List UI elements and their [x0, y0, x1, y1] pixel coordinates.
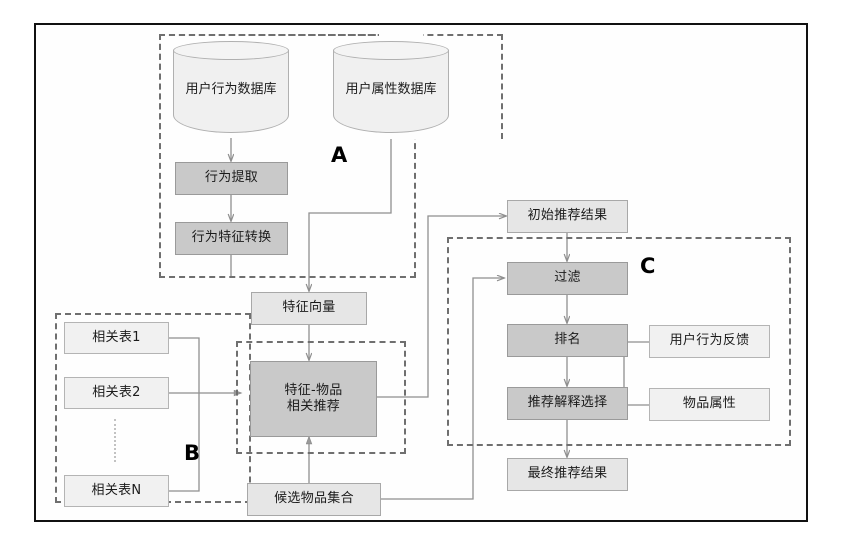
connector-layer	[169, 135, 649, 500]
node-initial-rec-result: 初始推荐结果	[507, 200, 628, 233]
node-behavior-extract: 行为提取	[175, 162, 288, 195]
node-candidate-item-set: 候选物品集合	[247, 483, 381, 516]
node-filter: 过滤	[507, 262, 628, 295]
diagram-canvas: A B C	[34, 23, 808, 522]
cylinder-top	[333, 41, 449, 60]
group-label-a: A	[331, 143, 348, 167]
node-relation-table-2: 相关表2	[64, 377, 169, 409]
node-label-line1: 特征-物品	[284, 382, 343, 398]
node-relation-table-n: 相关表N	[64, 475, 169, 507]
node-user-behavior-feedback: 用户行为反馈	[649, 325, 770, 358]
group-region-c	[447, 237, 791, 446]
relation-table-ellipsis	[114, 419, 116, 462]
node-label-line2: 相关推荐	[286, 399, 341, 414]
diagram-stage: A B C	[36, 25, 806, 520]
node-user-profile-db: 用户属性数据库	[333, 41, 449, 133]
node-ranking: 排名	[507, 324, 628, 357]
group-label-b: B	[184, 441, 201, 465]
group-region-center-rec	[236, 341, 406, 454]
node-feature-vector: 特征向量	[251, 292, 367, 325]
group-label-c: C	[640, 254, 656, 278]
node-feature-item-recommender: 特征-物品 相关推荐	[250, 361, 377, 437]
node-behavior-feature-transform: 行为特征转换	[175, 222, 288, 255]
node-user-behavior-db: 用户行为数据库	[173, 41, 289, 133]
cylinder-top	[173, 41, 289, 60]
node-final-rec-result: 最终推荐结果	[507, 458, 628, 491]
group-a-upper-box	[159, 34, 503, 139]
node-rec-explain-select: 推荐解释选择	[507, 387, 628, 420]
node-label: 用户属性数据库	[345, 81, 437, 97]
node-item-attribute: 物品属性	[649, 388, 770, 421]
node-relation-table-1: 相关表1	[64, 322, 169, 354]
node-label: 用户行为数据库	[185, 81, 277, 97]
cylinder-body	[173, 50, 289, 133]
cylinder-body	[333, 50, 449, 133]
